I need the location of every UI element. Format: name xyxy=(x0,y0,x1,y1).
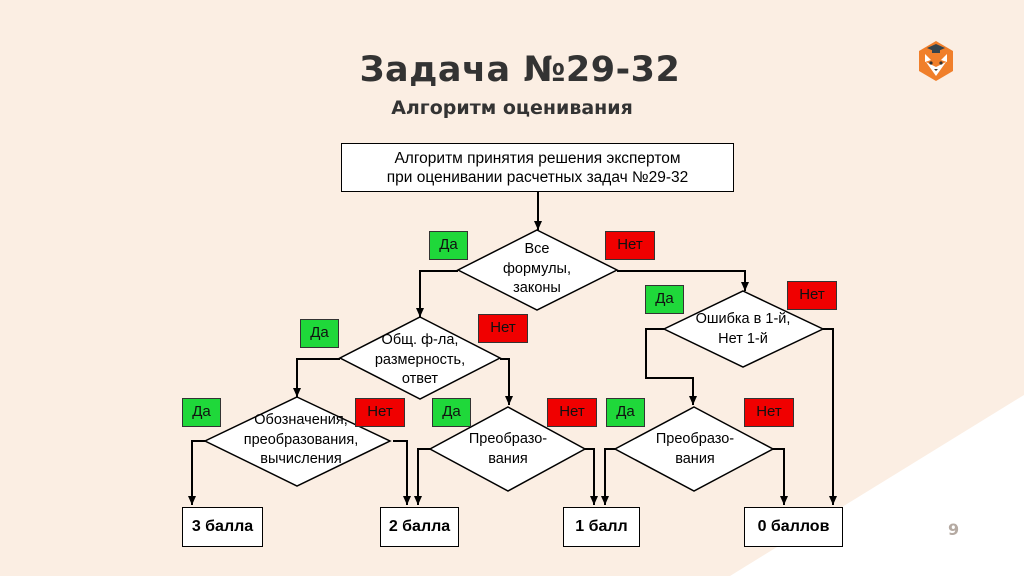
decision-d6-text: Преобразо- вания xyxy=(655,431,735,467)
algorithm-header-box: Алгоритм принятия решения экспертом при … xyxy=(341,143,734,192)
decision-d1-text: Все формулы, законы xyxy=(502,241,572,296)
fox-logo-icon xyxy=(919,41,953,81)
decision-d1 xyxy=(456,229,619,311)
slide-title: Задача №29-32 xyxy=(359,50,681,90)
decision-d2 xyxy=(338,316,502,400)
decision-d5 xyxy=(428,406,587,492)
decision-d6 xyxy=(613,406,775,492)
yes-tag: Да xyxy=(606,398,645,427)
result-2-points: 2 балла xyxy=(380,507,459,547)
no-tag: Нет xyxy=(787,281,837,310)
header-line-1: Алгоритм принятия решения экспертом xyxy=(394,150,681,167)
result-0-points: 0 баллов xyxy=(744,507,843,547)
no-tag: Нет xyxy=(744,398,794,427)
page-number: 9 xyxy=(948,520,960,539)
no-tag: Нет xyxy=(605,231,655,260)
yes-tag: Да xyxy=(645,285,684,314)
decision-d3 xyxy=(662,290,825,368)
yes-tag: Да xyxy=(432,398,471,427)
decision-d4-text: Обозначения, преобразования, вычисления xyxy=(243,412,359,467)
yes-tag: Да xyxy=(429,231,468,260)
decision-d2-text: Общ. ф-ла, размерность, ответ xyxy=(374,332,466,387)
slide-subtitle: Алгоритм оценивания xyxy=(391,97,633,119)
result-1-point: 1 балл xyxy=(563,507,640,547)
no-tag: Нет xyxy=(547,398,597,427)
yes-tag: Да xyxy=(182,398,221,427)
no-tag: Нет xyxy=(355,398,405,427)
header-line-2: при оценивании расчетных задач №29-32 xyxy=(386,169,689,186)
decision-d3-text: Ошибка в 1-й, Нет 1-й xyxy=(695,311,791,347)
yes-tag: Да xyxy=(300,319,339,348)
no-tag: Нет xyxy=(478,314,528,343)
result-3-points: 3 балла xyxy=(182,507,263,547)
decision-d5-text: Преобразо- вания xyxy=(468,431,548,467)
